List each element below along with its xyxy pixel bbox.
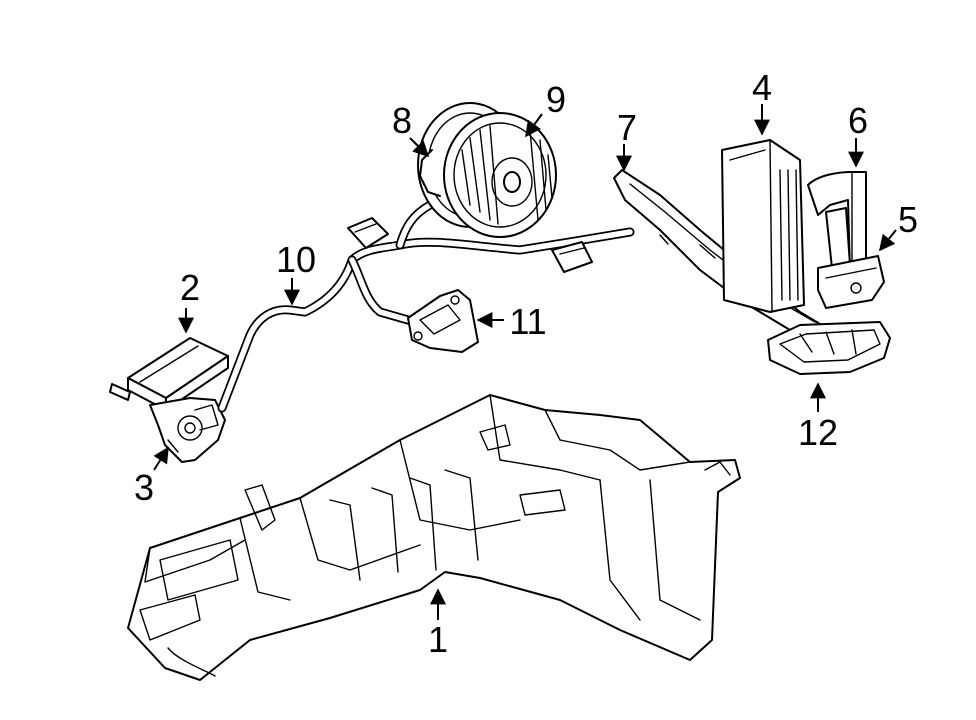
wiring-harness-part [217, 200, 635, 413]
blower-resistor-part [407, 289, 479, 353]
callout-3: 3 [134, 467, 154, 508]
heater-core-part [109, 337, 229, 411]
evaporator-core-part [721, 139, 805, 313]
blower-wheel-part [443, 112, 557, 238]
callout-labels: 1 2 3 4 5 6 7 8 9 10 11 12 [134, 67, 918, 660]
leader-arrow-3 [153, 446, 169, 471]
expansion-valve-part [817, 255, 885, 309]
callout-6: 6 [848, 100, 868, 141]
callout-7: 7 [617, 107, 637, 148]
callout-2: 2 [180, 267, 200, 308]
callout-5: 5 [898, 199, 918, 240]
callout-12: 12 [798, 412, 838, 453]
actuator-part [149, 397, 226, 463]
drain-pan-part [767, 321, 891, 375]
refrigerant-line-part [807, 171, 867, 273]
leader-arrow-9 [525, 113, 543, 138]
callout-9: 9 [546, 79, 566, 120]
callout-4: 4 [752, 67, 772, 108]
leader-arrows [153, 104, 897, 620]
hvac-housing-part [127, 394, 741, 681]
callout-10: 10 [276, 239, 316, 280]
callout-8: 8 [392, 100, 412, 141]
callout-11: 11 [509, 301, 546, 342]
callout-1: 1 [428, 619, 448, 660]
leader-arrow-5 [879, 229, 897, 252]
leader-arrow-8 [409, 137, 430, 158]
